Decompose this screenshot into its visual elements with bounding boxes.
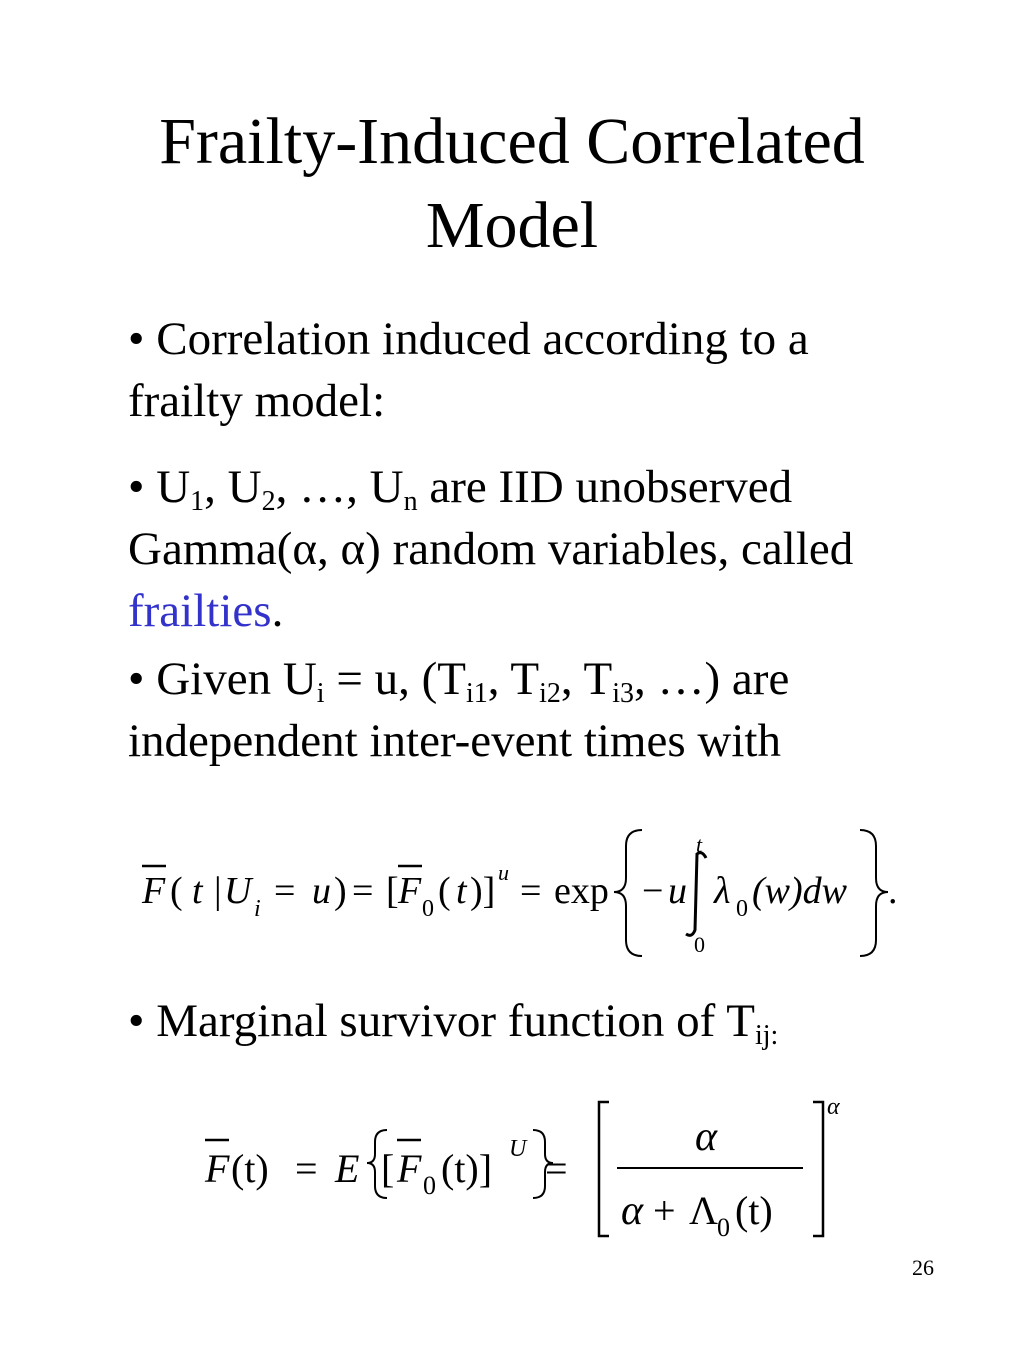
eq2-den-alpha: α <box>621 1188 644 1234</box>
eq1-exp: exp <box>554 870 609 912</box>
sub-ij: ij: <box>754 1020 779 1051</box>
eq1-rb: )] <box>470 870 495 912</box>
bullet-mark: • <box>128 461 145 513</box>
eq2-E: E <box>334 1146 359 1191</box>
sub-i1: i1 <box>465 678 488 709</box>
eq1-eq-b: = <box>352 870 373 912</box>
eq2-F0: F <box>396 1146 422 1191</box>
marginal-survivor-equation: F (t) = E [ F 0 (t)] U = α α + Λ 0 (t) α <box>204 1094 840 1242</box>
right-bracket <box>813 1100 825 1238</box>
eq2-den-t: (t) <box>735 1188 773 1233</box>
eq2-Lambda-sub: 0 <box>717 1213 730 1242</box>
eq1-F: F <box>141 870 166 912</box>
eq2-t2: (t)] <box>441 1146 492 1191</box>
eq1-pow-u: u <box>498 860 509 885</box>
eq1-close: ) <box>334 870 347 912</box>
frailties-term: frailties <box>128 585 272 637</box>
eq2-plus: + <box>653 1188 676 1233</box>
bullet-text: Correlation induced according to a frail… <box>128 313 809 427</box>
eq1-int-lower: 0 <box>694 932 705 957</box>
left-brace <box>613 829 643 957</box>
bullet-marginal: • Marginal survivor function of Tij: <box>128 990 918 1052</box>
slide-title: Frailty-Induced Correlated Model <box>0 100 1024 268</box>
page-number: 26 <box>912 1255 934 1280</box>
eq1-bar: | <box>214 870 222 912</box>
bullet-given: • Given Ui = u, (Ti1, Ti2, Ti3, …) are i… <box>128 648 918 772</box>
bullet-mark: • <box>128 995 145 1047</box>
un-sub: n <box>403 486 418 517</box>
given-b: = u, (T <box>324 653 466 705</box>
eq1-w: (w)dw <box>752 870 848 912</box>
sub-i: i <box>316 678 325 709</box>
integral-sign <box>685 851 708 937</box>
eq2-F0-sub: 0 <box>423 1171 436 1200</box>
eq1-eq: = <box>274 870 295 912</box>
u2-sub: 2 <box>261 486 276 517</box>
given-a: Given U <box>156 653 317 705</box>
eq1-period: . <box>888 870 898 912</box>
eq2-eq: = <box>295 1146 318 1191</box>
eq2-pow-U: U <box>509 1136 528 1162</box>
eq1-lambda: λ <box>713 870 730 912</box>
given-e: , …) are independent inter-event times w… <box>128 653 790 767</box>
u2: U <box>227 461 262 513</box>
eq2-numerator: α <box>695 1114 718 1160</box>
conditional-survivor-equation: F ( t | U i = u ) = [ F 0 ( t )] u = exp… <box>141 829 898 957</box>
un: U <box>369 461 404 513</box>
given-d: , T <box>560 653 613 705</box>
right-brace <box>859 829 889 957</box>
eq2-F: F <box>204 1146 230 1191</box>
u1-sub: 1 <box>190 486 205 517</box>
sep1: , <box>204 461 228 513</box>
eq1-U: U <box>224 870 254 912</box>
bullet-text-a: are IID unobserved Gamma(α, α) random va… <box>128 461 854 575</box>
eq1-lb: [ <box>386 870 399 912</box>
eq2-Lambda: Λ <box>689 1188 718 1233</box>
slide-title-line-2: Model <box>425 189 599 262</box>
eq1-u: u <box>312 870 331 912</box>
eq2-pow-alpha: α <box>827 1094 840 1120</box>
slide-title-line-1: Frailty-Induced Correlated <box>159 105 865 178</box>
u1: U <box>156 461 191 513</box>
eq1-eq2: = <box>520 870 541 912</box>
bullet-text-b: . <box>271 585 284 637</box>
sub-i3: i3 <box>612 678 635 709</box>
eq1-int-upper: t <box>696 832 703 857</box>
eq1-u2: u <box>668 870 687 912</box>
eq1-minus: − <box>642 870 663 912</box>
bullet-correlation: • Correlation induced according to a fra… <box>128 308 918 432</box>
eq1-t2: t <box>456 870 468 912</box>
sub-i2: i2 <box>539 678 561 709</box>
eq1-F0: F <box>397 870 422 912</box>
eq1-open2: ( <box>438 870 451 912</box>
sep2: , …, <box>275 461 370 513</box>
bullet-frailties: • U1, U2, …, Un are IID unobserved Gamma… <box>128 456 918 642</box>
bullet-text: Marginal survivor function of T <box>156 995 755 1047</box>
eq2-lb: [ <box>381 1146 394 1191</box>
given-c: , T <box>487 653 540 705</box>
eq1-F0-sub: 0 <box>422 896 434 922</box>
right-brace <box>532 1129 554 1199</box>
eq1-lambda-sub: 0 <box>736 896 748 922</box>
eq1-t: t <box>192 870 204 912</box>
left-bracket <box>597 1100 609 1238</box>
left-brace <box>366 1129 388 1199</box>
eq1-open: ( <box>170 870 183 912</box>
bullet-mark: • <box>128 313 145 365</box>
eq1-i: i <box>254 896 261 922</box>
eq2-eq2: = <box>545 1146 568 1191</box>
eq2-t: (t) <box>231 1146 269 1191</box>
bullet-mark: • <box>128 653 145 705</box>
